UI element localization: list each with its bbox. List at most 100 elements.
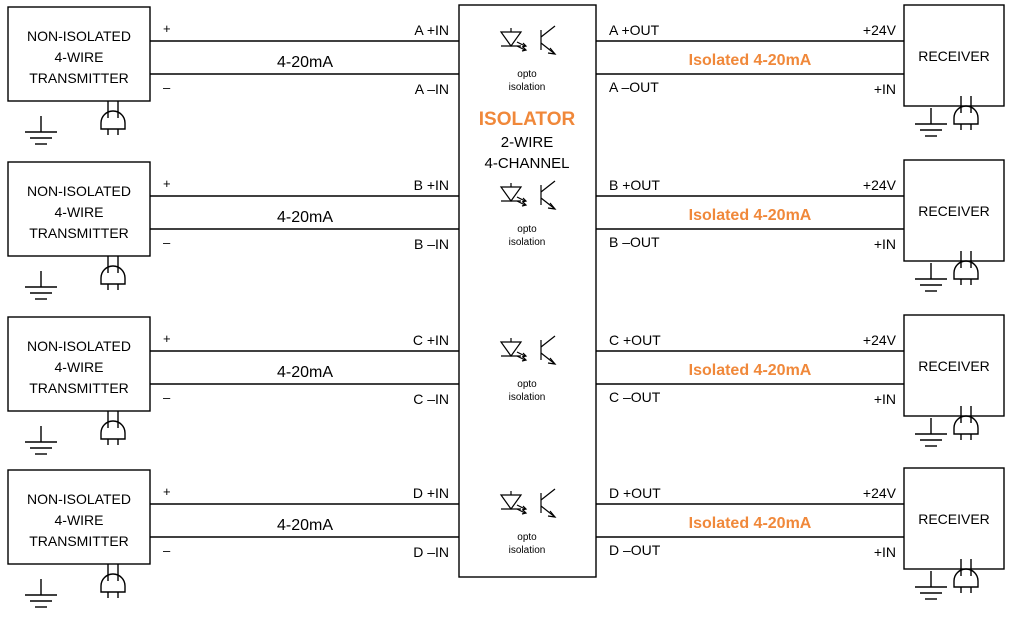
- input-signal-label: 4-20mA: [277, 517, 333, 534]
- isolation-label: isolation: [509, 82, 546, 93]
- receiver-supply-label: +24V: [863, 332, 897, 348]
- output-signal-label: Isolated 4-20mA: [689, 362, 812, 379]
- output-plus-terminal-label: C +OUT: [609, 332, 661, 348]
- input-signal-label: 4-20mA: [277, 209, 333, 226]
- transmitter-label-line-1: NON-ISOLATED: [27, 28, 131, 44]
- phototransistor-icon: [540, 180, 556, 210]
- earth-ground-icon: [914, 107, 948, 137]
- input-plus-terminal-label: D +IN: [413, 485, 449, 501]
- input-signal-label: 4-20mA: [277, 364, 333, 381]
- output-minus-terminal-label: A –OUT: [609, 79, 659, 95]
- power-plug-icon: [953, 250, 979, 286]
- power-plug-icon: [953, 95, 979, 131]
- receiver-label: RECEIVER: [918, 511, 990, 527]
- channel-b: NON-ISOLATED 4-WIRE TRANSMITTER + – 4-20mA B +…: [7, 159, 1005, 300]
- channel-c: NON-ISOLATED 4-WIRE TRANSMITTER + – 4-20mA C +…: [7, 314, 1005, 455]
- receiver-supply-label: +24V: [863, 22, 897, 38]
- input-plus-sign: +: [163, 484, 171, 499]
- input-minus-sign: –: [163, 390, 171, 405]
- transmitter-label-line-2: 4-WIRE: [55, 512, 104, 528]
- power-plug-icon: [100, 563, 126, 599]
- receiver-box: [903, 467, 1005, 570]
- transmitter-box: [7, 6, 151, 102]
- output-plus-terminal-label: D +OUT: [609, 485, 661, 501]
- output-signal-label: Isolated 4-20mA: [689, 515, 812, 532]
- input-signal-label: 4-20mA: [277, 54, 333, 71]
- output-minus-terminal-label: D –OUT: [609, 542, 661, 558]
- led-emitter-icon: [500, 337, 527, 362]
- input-plus-terminal-label: C +IN: [413, 332, 449, 348]
- receiver-input-label: +IN: [874, 544, 896, 560]
- transmitter-label-line-3: TRANSMITTER: [29, 533, 129, 549]
- phototransistor-icon: [540, 488, 556, 518]
- input-plus-sign: +: [163, 21, 171, 36]
- transmitter-label-line-2: 4-WIRE: [55, 204, 104, 220]
- isolator-subtitle-channel: 4-CHANNEL: [484, 155, 569, 172]
- transmitter-box: [7, 316, 151, 412]
- transmitter-label-line-3: TRANSMITTER: [29, 225, 129, 241]
- input-plus-sign: +: [163, 331, 171, 346]
- isolator-title: ISOLATOR: [479, 109, 576, 130]
- transmitter-box: [7, 469, 151, 565]
- earth-ground-icon: [24, 270, 58, 300]
- power-plug-icon: [100, 100, 126, 136]
- input-minus-sign: –: [163, 543, 171, 558]
- transmitter-label-line-2: 4-WIRE: [55, 49, 104, 65]
- led-emitter-icon: [500, 182, 527, 207]
- receiver-box: [903, 4, 1005, 107]
- opto-label: opto: [517, 69, 537, 80]
- phototransistor-icon: [540, 335, 556, 365]
- opto-label: opto: [517, 224, 537, 235]
- earth-ground-icon: [914, 570, 948, 600]
- output-signal-label: Isolated 4-20mA: [689, 52, 812, 69]
- channel-d: NON-ISOLATED 4-WIRE TRANSMITTER + – 4-20mA D +…: [7, 467, 1005, 608]
- output-plus-terminal-label: B +OUT: [609, 177, 660, 193]
- opto-label: opto: [517, 379, 537, 390]
- receiver-supply-label: +24V: [863, 177, 897, 193]
- transmitter-label-line-3: TRANSMITTER: [29, 380, 129, 396]
- isolator-box: [458, 4, 597, 578]
- phototransistor-icon: [540, 25, 556, 55]
- opto-label: opto: [517, 532, 537, 543]
- receiver-input-label: +IN: [874, 236, 896, 252]
- receiver-input-label: +IN: [874, 391, 896, 407]
- receiver-label: RECEIVER: [918, 358, 990, 374]
- isolator-subtitle-wire: 2-WIRE: [501, 134, 554, 151]
- output-plus-terminal-label: A +OUT: [609, 22, 660, 38]
- transmitter-label-line-1: NON-ISOLATED: [27, 183, 131, 199]
- receiver-box: [903, 159, 1005, 262]
- input-minus-terminal-label: C –IN: [413, 391, 449, 407]
- input-plus-terminal-label: B +IN: [414, 177, 449, 193]
- receiver-input-label: +IN: [874, 81, 896, 97]
- output-minus-terminal-label: C –OUT: [609, 389, 661, 405]
- power-plug-icon: [953, 405, 979, 441]
- transmitter-label-line-1: NON-ISOLATED: [27, 491, 131, 507]
- input-minus-sign: –: [163, 235, 171, 250]
- output-minus-terminal-label: B –OUT: [609, 234, 660, 250]
- transmitter-label-line-2: 4-WIRE: [55, 359, 104, 375]
- power-plug-icon: [100, 255, 126, 291]
- earth-ground-icon: [24, 425, 58, 455]
- input-minus-terminal-label: A –IN: [415, 81, 449, 97]
- input-minus-terminal-label: D –IN: [413, 544, 449, 560]
- power-plug-icon: [100, 410, 126, 446]
- earth-ground-icon: [24, 115, 58, 145]
- input-plus-terminal-label: A +IN: [414, 22, 449, 38]
- receiver-supply-label: +24V: [863, 485, 897, 501]
- led-emitter-icon: [500, 27, 527, 52]
- isolation-label: isolation: [509, 392, 546, 403]
- receiver-label: RECEIVER: [918, 203, 990, 219]
- transmitter-label-line-1: NON-ISOLATED: [27, 338, 131, 354]
- earth-ground-icon: [914, 417, 948, 447]
- input-plus-sign: +: [163, 176, 171, 191]
- isolation-label: isolation: [509, 237, 546, 248]
- earth-ground-icon: [914, 262, 948, 292]
- power-plug-icon: [953, 558, 979, 594]
- isolation-label: isolation: [509, 545, 546, 556]
- channel-a: NON-ISOLATED 4-WIRE TRANSMITTER + – 4-20mA A +…: [7, 4, 1005, 145]
- receiver-label: RECEIVER: [918, 48, 990, 64]
- transmitter-box: [7, 161, 151, 257]
- input-minus-sign: –: [163, 80, 171, 95]
- transmitter-label-line-3: TRANSMITTER: [29, 70, 129, 86]
